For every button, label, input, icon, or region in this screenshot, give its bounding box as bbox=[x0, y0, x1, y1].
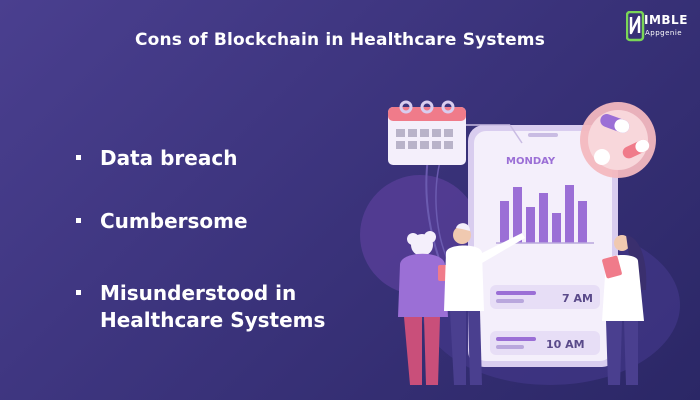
reminder-time: 7 AM bbox=[562, 292, 593, 305]
bullet-dot bbox=[76, 290, 81, 295]
slide-title: Cons of Blockchain in Healthcare Systems bbox=[134, 30, 546, 50]
healthcare-illustration: MONDAY 7 AM 10 AM bbox=[360, 100, 680, 385]
calendar-icon bbox=[388, 100, 523, 165]
bullet-dot bbox=[76, 155, 81, 160]
phone-day-label: MONDAY bbox=[506, 156, 556, 167]
pill-icon bbox=[580, 102, 656, 178]
phone: MONDAY 7 AM 10 AM bbox=[468, 125, 618, 367]
bullet-line: Healthcare Systems bbox=[100, 308, 326, 332]
bullet-text: Cumbersome bbox=[100, 209, 248, 233]
nurse-figure bbox=[602, 235, 647, 385]
bullet-line: Misunderstood in bbox=[100, 281, 297, 305]
logo-word: IMBLE bbox=[644, 13, 688, 27]
logo-subtitle: Appgenie bbox=[645, 29, 683, 37]
bullet-text: Misunderstood in Healthcare Systems bbox=[100, 280, 325, 334]
doctor-figure bbox=[444, 223, 525, 385]
reminder-time: 10 AM bbox=[546, 338, 585, 351]
bullet-dot bbox=[76, 218, 81, 223]
bullet-text: Data breach bbox=[100, 146, 238, 170]
brand-logo: IMBLE Appgenie bbox=[626, 11, 688, 43]
activity-bars bbox=[500, 185, 587, 243]
logo-icon bbox=[626, 11, 645, 42]
